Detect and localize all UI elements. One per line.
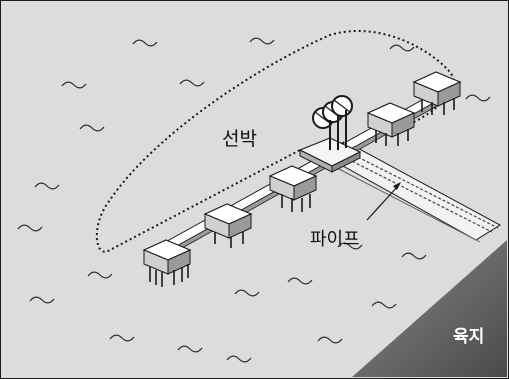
pier-2: [203, 203, 253, 248]
land-label: 육지: [453, 327, 484, 347]
land-area: [352, 240, 507, 377]
pipe-leader: [366, 182, 401, 221]
pipe-label: 파이프: [310, 229, 360, 250]
pier-4: [366, 102, 416, 146]
pier-5: [412, 71, 462, 115]
ship-label: 선박: [222, 128, 257, 150]
pier-1: [142, 239, 192, 287]
loading-arm-icon: [312, 95, 353, 150]
pier-3: [268, 165, 318, 212]
ship-outline: [95, 29, 455, 253]
